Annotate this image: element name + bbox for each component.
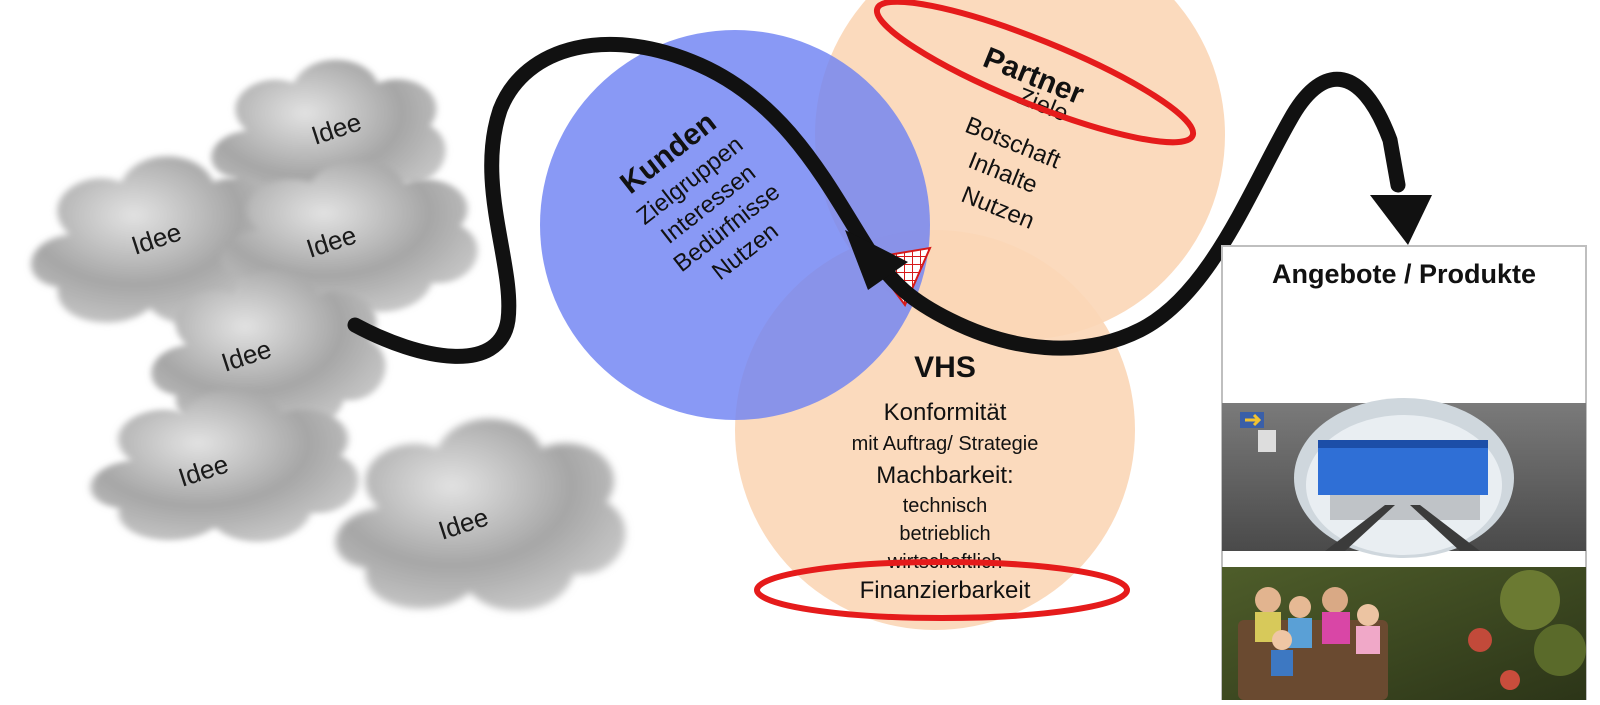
- flow-arrow-mid-head: [845, 230, 908, 290]
- venn-diagram: [540, 0, 1225, 630]
- vhs-sub-2: betrieblich: [899, 523, 990, 545]
- products-panel: Angebote / Produkte: [1221, 245, 1587, 701]
- flow-arrow: [347, 37, 1432, 364]
- products-title: Angebote / Produkte: [1272, 259, 1536, 289]
- kunden-circle: [540, 30, 930, 420]
- finance-highlight-ellipse: [754, 559, 1130, 621]
- vhs-line-2: mit Auftrag/ Strategie: [852, 433, 1039, 455]
- photo-tunnel: [1222, 398, 1586, 558]
- flow-arrow-end-head: [1370, 195, 1432, 245]
- vhs-text-group: VHS Konformität mit Auftrag/ Strategie M…: [852, 351, 1039, 604]
- vhs-line-1: Konformität: [884, 399, 1007, 426]
- idea-clouds: Idee Idee Idee Idee Idee Idee: [31, 59, 626, 611]
- vhs-line-3: Machbarkeit:: [876, 462, 1013, 489]
- photo-family: [1222, 567, 1586, 700]
- partner-highlight-ellipse: [873, 0, 1197, 146]
- vhs-sub-1: technisch: [903, 495, 988, 517]
- flow-arrow-path: [347, 37, 1406, 364]
- vhs-finance: Finanzierbarkeit: [860, 577, 1031, 604]
- vhs-title: VHS: [914, 351, 976, 384]
